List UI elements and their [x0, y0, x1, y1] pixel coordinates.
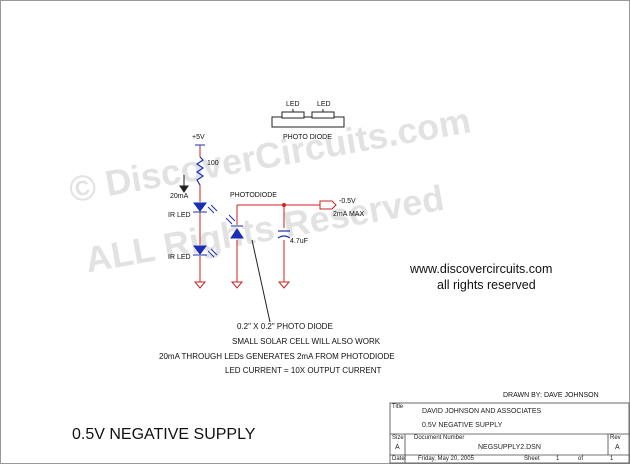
ir-led-1-label: IR LED	[168, 212, 191, 219]
photodiode-wires	[236, 204, 320, 282]
size-caption: Size	[392, 435, 404, 441]
ir-led-2-label: IR LED	[168, 254, 191, 261]
supply-label: +5V	[192, 134, 205, 141]
title-block	[389, 402, 630, 464]
site-url: www.discovercircuits.com	[410, 262, 553, 276]
circuit-title: 0.5V NEGATIVE SUPPLY	[72, 426, 256, 443]
title-value: 0.5V NEGATIVE SUPPLY	[422, 422, 503, 429]
output-voltage-label: -0.5V	[339, 198, 356, 205]
rights-text: all rights reserved	[437, 278, 536, 292]
sheet-caption: Sheet	[524, 456, 540, 462]
junction-dot	[282, 203, 286, 207]
led-label-1: LED	[286, 101, 300, 108]
company-name: DAVID JOHNSON AND ASSOCIATES	[422, 408, 542, 415]
date-caption: Date:	[392, 456, 407, 462]
title-caption: Title	[392, 404, 404, 410]
resistor-100	[195, 156, 205, 186]
current-label: 20mA	[170, 193, 189, 200]
current-arrow	[179, 175, 189, 193]
sheet-value: 1	[556, 456, 560, 462]
photo-diode-caption: PHOTO DIODE	[283, 134, 332, 141]
output-current-label: 2mA MAX	[333, 211, 365, 218]
doc-value: NEGSUPPLY2.DSN	[478, 444, 541, 451]
resistor-label: 100	[207, 160, 219, 167]
ir-led-1	[193, 202, 218, 214]
led-label-2: LED	[317, 101, 331, 108]
ir-led-2	[193, 245, 218, 258]
photodiode-symbol	[225, 214, 244, 239]
photodiode-label: PHOTODIODE	[230, 192, 277, 199]
size-value: A	[395, 444, 400, 451]
of-value: 1	[610, 456, 614, 462]
note-line-2: SMALL SOLAR CELL WILL ALSO WORK	[232, 337, 381, 346]
photodiode-pointer	[251, 239, 271, 323]
doc-caption: Document Number	[414, 435, 465, 441]
rev-caption: Rev	[610, 435, 621, 441]
ground-symbols	[193, 281, 291, 289]
led-pair-symbol	[271, 109, 345, 128]
note-line-3: 20mA THROUGH LEDs GENERATES 2mA FROM PHO…	[159, 352, 395, 361]
note-line-4: LED CURRENT = 10X OUTPUT CURRENT	[225, 366, 382, 375]
rev-value: A	[615, 444, 620, 451]
output-port	[319, 200, 337, 210]
capacitor-4-7uf	[277, 230, 291, 239]
drawn-by: DRAWN BY: DAVE JOHNSON	[503, 392, 599, 399]
of-caption: of	[578, 456, 584, 462]
note-line-1: 0.2" X 0.2" PHOTO DIODE	[237, 322, 333, 331]
capacitor-label: 4.7uF	[290, 238, 308, 245]
date-value: Friday, May 20, 2005	[418, 456, 474, 462]
